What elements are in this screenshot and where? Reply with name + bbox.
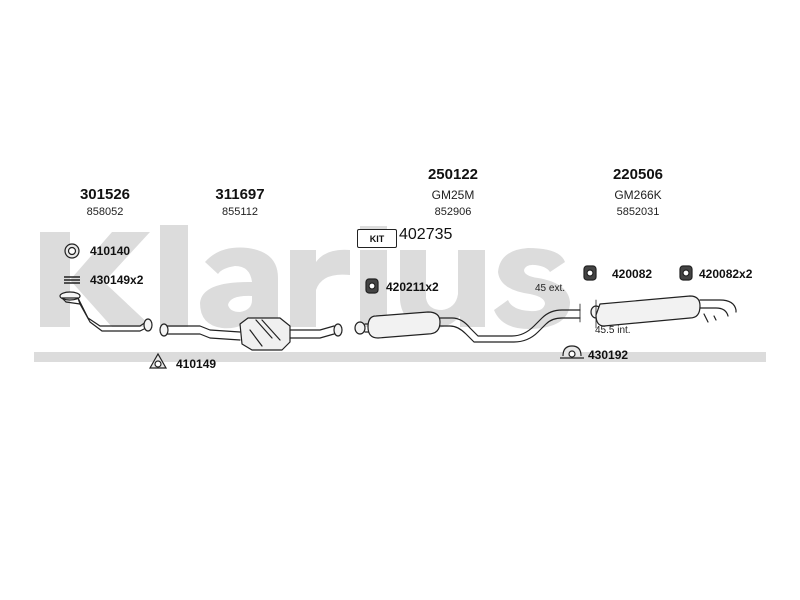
accessory-420082x2: 420082x2 [699,267,753,281]
clamp-icon [560,345,584,359]
triangle-gasket-icon [148,352,168,369]
reference-855112: 855112 [222,206,258,218]
rubber-mount-icon [679,265,693,281]
accessory-420082: 420082 [612,267,653,281]
reference-5852031: 5852031 [616,206,660,218]
rubber-mount-icon [365,278,379,294]
model-gm25m: GM25M [431,188,475,202]
ring-gasket-icon [64,243,80,259]
part-number-220506: 220506 [612,166,664,183]
front-pipe-301526 [59,291,153,332]
accessory-410140: 410140 [90,244,131,258]
accessory-430192: 430192 [588,348,629,362]
kit-number: 402735 [399,226,453,243]
model-gm266k: GM266K [614,188,662,202]
accessory-420211x2: 420211x2 [386,280,439,294]
part-number-301526: 301526 [79,186,131,203]
rubber-mount-icon [583,265,597,281]
accessory-410149: 410149 [176,357,217,371]
kit-badge: KIT [357,229,397,248]
part-number-311697: 311697 [215,186,265,203]
accessory-430149x2: 430149x2 [90,273,144,287]
rear-silencer-220506 [590,295,737,327]
reference-852906: 852906 [434,206,472,218]
middle-silencer-250122 [354,309,581,343]
note-int: 45.5 int. [595,325,631,336]
note-ext: 45 ext. [535,283,566,294]
catalytic-converter-311697 [159,317,343,351]
reference-858052: 858052 [86,206,124,218]
spring-icon [64,276,80,284]
part-number-250122: 250122 [427,166,479,183]
